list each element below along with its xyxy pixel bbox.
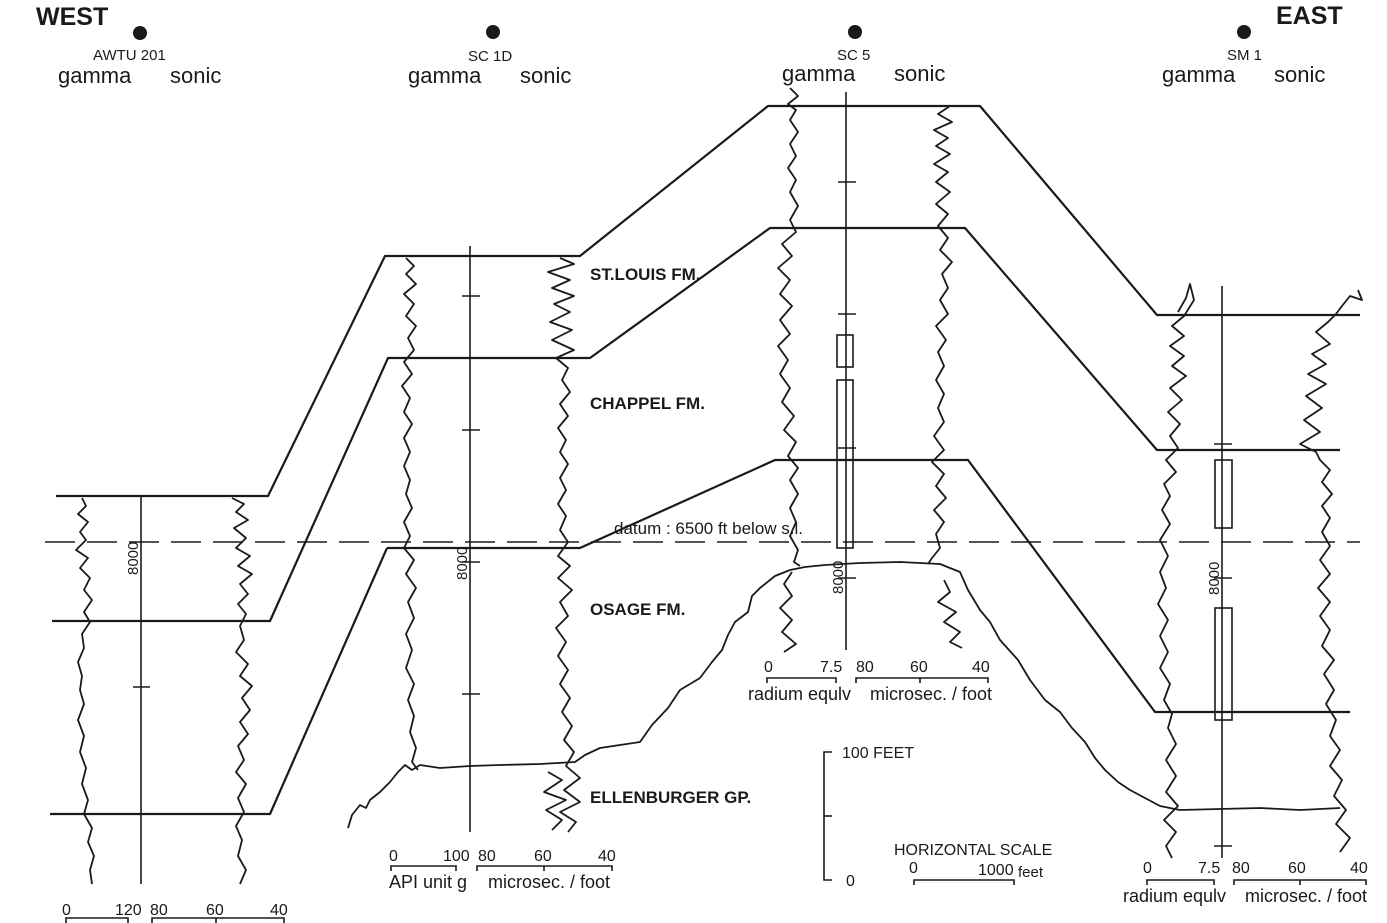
sonic-curve-lower [937,579,963,649]
sonic-scale-bar [855,677,989,683]
gamma-ray-curve [1157,283,1195,859]
log-type-sonic: sonic [170,63,221,88]
horizontal-scale-bar [913,879,1015,885]
depth-marker: 8000 [454,547,471,580]
sonic-scale-60: 60 [1288,860,1306,877]
sonic-curve [231,497,253,885]
gamma-scale-max: 7.5 [820,659,842,676]
formation-label: ELLENBURGER GP. [590,788,751,807]
sonic-scale-40: 40 [1350,860,1368,877]
well-log-sm-1: 8000 0 7.5 80 60 40 radium equlv microse… [1123,283,1368,906]
formation-label: OSAGE FM. [590,600,685,619]
sonic-scale-40: 40 [270,902,288,919]
well-location-icon [848,25,862,39]
gamma-scale-min: 0 [389,848,398,865]
gamma-ray-curve [75,497,95,885]
sonic-scale-60: 60 [206,902,224,919]
gamma-scale-min: 0 [1143,860,1152,877]
horizontal-scale: HORIZONTAL SCALE 0 1000 feet [894,842,1052,885]
log-type-sonic: sonic [520,63,571,88]
well-log-awtu-201: 8000 0 120 80 60 40 [62,496,288,923]
gamma-scale-max: 100 [443,848,470,865]
sonic-curve-tail [543,771,567,831]
sonic-scale-bar [151,917,285,923]
west-label: WEST [36,3,108,31]
gamma-ray-curve-lower [779,571,797,653]
well-name: SC 5 [837,47,870,64]
sonic-scale-80: 80 [1232,860,1250,877]
vertical-scale: 100 FEET 0 [823,745,914,890]
core-interval-box [1214,459,1233,529]
vertical-scale-bottom-label: 0 [846,873,855,890]
log-type-gamma: gamma [58,63,132,88]
horizontal-scale-title: HORIZONTAL SCALE [894,842,1052,859]
log-type-sonic: sonic [1274,62,1325,87]
gamma-scale-bar [65,917,129,923]
sonic-scale-80: 80 [150,902,168,919]
gamma-scale-max: 120 [115,902,142,919]
sonic-curve [927,105,953,565]
gamma-ray-curve [401,257,419,771]
depth-marker: 8000 [1206,562,1223,595]
well-location-icon [133,26,147,40]
well-location-icon [1237,25,1251,39]
formation-label: ST.LOUIS FM. [590,265,701,284]
well-log-sc-1d: 8000 0 100 80 60 40 API unit g microsec.… [389,246,616,892]
horizontal-scale-unit: feet [1018,864,1044,881]
correlation-line-st-louis-base [52,226,1340,623]
gamma-unit: API unit g [389,872,467,892]
unconformity-surface [347,561,1341,829]
gamma-scale-bar [1146,879,1215,885]
sonic-scale-80: 80 [856,659,874,676]
sonic-scale-40: 40 [598,848,616,865]
datum-label: datum : 6500 ft below s.l. [614,519,803,538]
log-type-gamma: gamma [408,63,482,88]
horizontal-scale-max: 1000 [978,862,1014,879]
sonic-unit: microsec. / foot [488,872,610,892]
datum-label-background [610,517,850,539]
sonic-curve [547,257,581,833]
correlation-line-top [56,104,1360,498]
depth-marker: 8000 [830,561,847,594]
sonic-scale-80: 80 [478,848,496,865]
well-name: AWTU 201 [93,47,166,64]
gamma-scale-bar [390,865,457,871]
well-log-sc-5: 8000 0 7.5 80 60 40 radium equlv microse… [748,87,992,704]
log-type-sonic: sonic [894,61,945,86]
correlation-line-osage-west [50,547,389,816]
formation-label: CHAPPEL FM. [590,394,705,413]
log-type-gamma: gamma [782,61,856,86]
well-name: SM 1 [1227,47,1262,64]
gamma-scale-max: 7.5 [1198,860,1220,877]
core-interval-box [1214,607,1233,721]
gamma-scale-min: 0 [62,902,71,919]
core-interval-box [836,334,854,368]
sonic-curve [1299,289,1363,853]
depth-marker: 8000 [125,542,142,575]
well-name: SC 1D [468,48,512,65]
sonic-scale-60: 60 [910,659,928,676]
log-type-gamma: gamma [1162,62,1236,87]
gamma-unit: radium equlv [1123,886,1226,906]
well-location-icon [486,25,500,39]
east-label: EAST [1276,2,1343,30]
vertical-scale-top-label: 100 FEET [842,745,914,762]
gamma-scale-min: 0 [764,659,773,676]
correlation-line-chappel-base [387,458,1350,714]
sonic-unit: microsec. / foot [1245,886,1367,906]
gamma-ray-curve [777,87,801,567]
core-interval-box [836,379,854,549]
sonic-unit: microsec. / foot [870,684,992,704]
sonic-scale-60: 60 [534,848,552,865]
horizontal-scale-min: 0 [909,860,918,877]
sonic-scale-40: 40 [972,659,990,676]
gamma-scale-bar [766,677,837,683]
correlation-lines [50,104,1360,816]
gamma-unit: radium equlv [748,684,851,704]
